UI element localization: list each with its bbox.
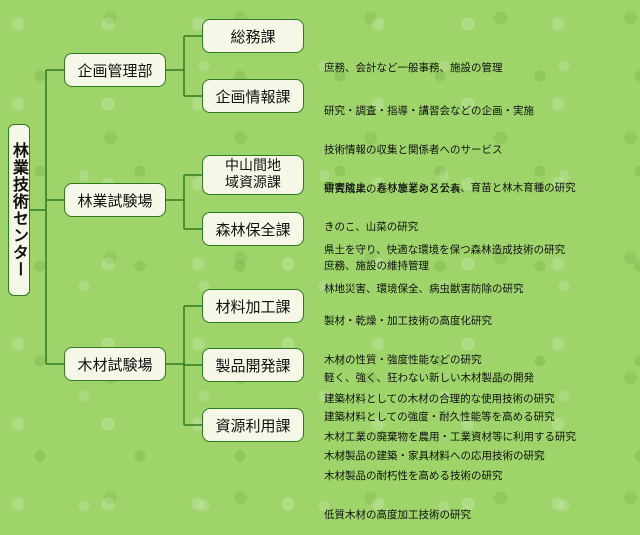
section-box-kikaku-joho: 企画情報課: [202, 79, 304, 113]
duty-line: 雪害防止、森林施業システム、育苗と林木育種の研究: [324, 182, 576, 194]
section-duties-zairyo-kako: 製材・乾燥・加工技術の高度化研究 木材の性質・強度性能などの研究 建築材料として…: [324, 289, 555, 419]
duty-line: 研究・調査・指導・講習会などの企画・実施: [324, 105, 534, 117]
duty-line: 研究成果のとりまとめと公表: [324, 183, 461, 195]
duty-line: 製材・乾燥・加工技術の高度化研究: [324, 315, 492, 327]
section-duties-somu: 庶務、会計など一般事務、施設の管理: [324, 36, 503, 88]
division-box-ringyo: 林業試験場: [64, 183, 166, 217]
division-box-mokuzai: 木材試験場: [64, 347, 166, 381]
duty-line: きのこ、山菜の研究: [324, 221, 419, 233]
division-label: 林業試験場: [77, 191, 153, 210]
section-box-seihin-kaihatsu: 製品開発課: [202, 348, 304, 382]
section-box-zairyo-kako: 材料加工課: [202, 289, 304, 323]
duty-line: 林地災害、環境保全、病虫獣害防除の研究: [324, 283, 524, 295]
connector-lines: [30, 35, 202, 426]
duty-line: 木材の性質・強度性能などの研究: [324, 354, 482, 366]
section-label: 製品開発課: [215, 356, 291, 375]
section-label: 中山間地 域資源課: [225, 158, 281, 192]
section-label: 資源利用課: [215, 416, 291, 435]
section-box-shinrin-hozen: 森林保全課: [202, 212, 304, 246]
section-duties-seihin-kaihatsu: 軽く、強く、狂わない新しい木材製品の開発 建築材料としての強度・耐久性能等を高め…: [324, 346, 555, 476]
section-duties-shigen-riyo: 木材工業の廃棄物を農用・工業資材等に利用する研究 木材製品の耐朽性を高める技術の…: [324, 405, 576, 535]
organization-root-box: 林業技術センター: [8, 124, 30, 296]
section-duties-shinrin-hozen: 県土を守り、快適な環境を保つ森林造成技術の研究 林地災害、環境保全、病虫獣害防除…: [324, 218, 565, 309]
duty-line: 木材製品の耐朽性を高める技術の研究: [324, 470, 503, 482]
section-box-shigen-riyo: 資源利用課: [202, 408, 304, 442]
division-box-kikaku: 企画管理部: [64, 53, 166, 87]
section-box-chusankan: 中山間地 域資源課: [202, 155, 304, 195]
section-label-line: 中山間地: [225, 158, 281, 174]
section-label-line: 域資源課: [225, 175, 281, 191]
section-label: 企画情報課: [215, 87, 291, 106]
section-duties-kikaku-joho: 研究・調査・指導・講習会などの企画・実施 技術情報の収集と関係者へのサービス 研…: [324, 79, 534, 209]
section-box-somu: 総務課: [202, 19, 304, 53]
duty-line: 庶務、施設の維持管理: [324, 260, 429, 272]
section-label: 総務課: [230, 27, 276, 46]
division-label: 企画管理部: [77, 61, 153, 80]
duty-line: 木材工業の廃棄物を農用・工業資材等に利用する研究: [324, 431, 576, 443]
duty-line: 低質木材の高度加工技術の研究: [324, 509, 471, 521]
division-label: 木材試験場: [77, 355, 153, 374]
duty-line: 建築材料としての木材の合理的な使用技術の研究: [324, 393, 555, 405]
organization-name: 林業技術センター: [10, 142, 29, 278]
section-label: 森林保全課: [215, 220, 291, 239]
section-duties-chusankan: 雪害防止、森林施業システム、育苗と林木育種の研究 きのこ、山菜の研究 庶務、施設…: [324, 156, 576, 286]
duty-line: 木材製品の建築・家具材料への応用技術の研究: [324, 450, 545, 462]
duty-line: 軽く、強く、狂わない新しい木材製品の開発: [324, 372, 534, 384]
duty-line: 県土を守り、快適な環境を保つ森林造成技術の研究: [324, 244, 566, 256]
duty-line: 庶務、会計など一般事務、施設の管理: [324, 62, 503, 74]
duty-line: 技術情報の収集と関係者へのサービス: [324, 144, 503, 156]
duty-line: 建築材料としての強度・耐久性能等を高める研究: [324, 411, 555, 423]
section-label: 材料加工課: [215, 297, 291, 316]
